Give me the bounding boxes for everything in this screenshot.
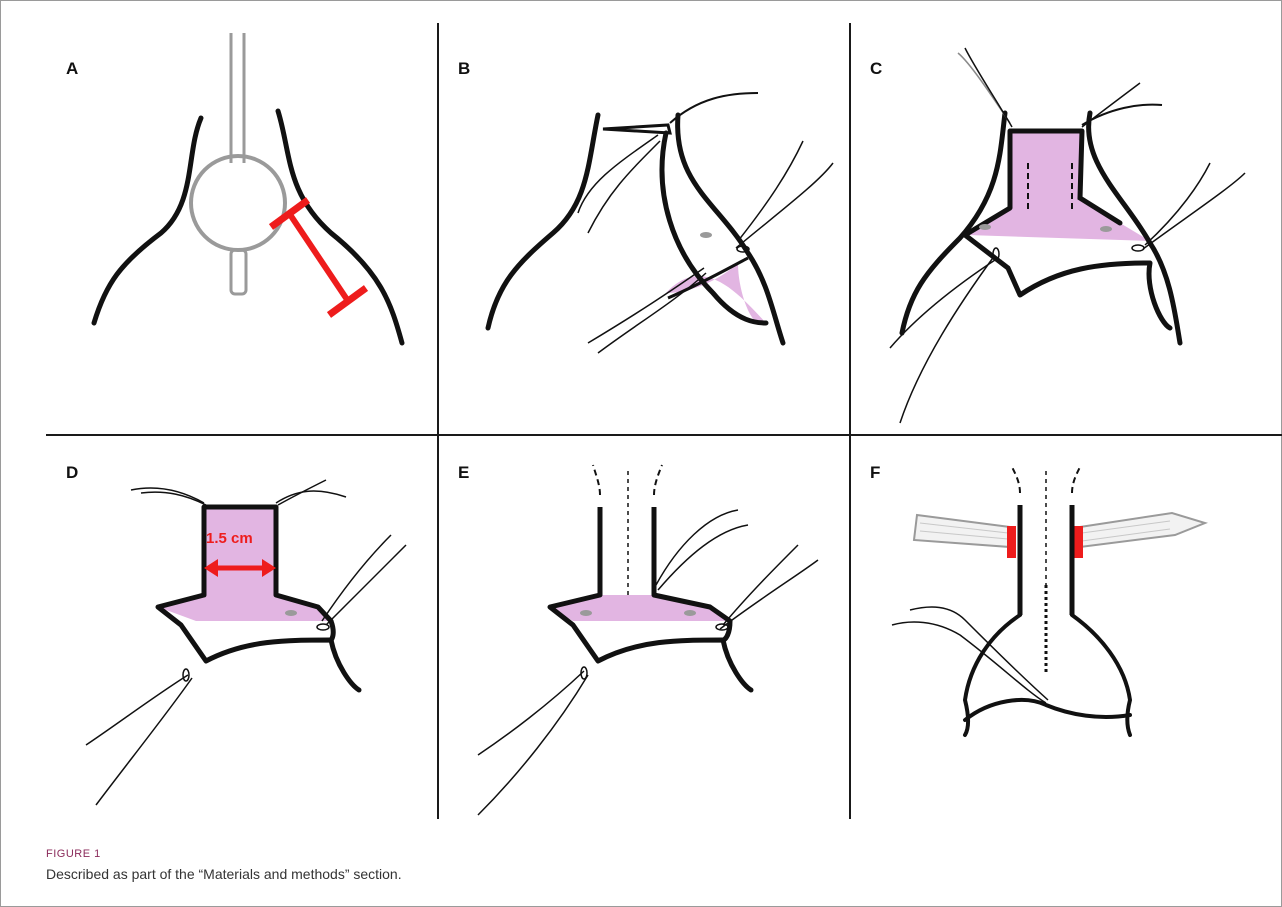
- suture-thread: [723, 545, 798, 625]
- divider-vertical: [849, 23, 851, 819]
- divider-horizontal: [46, 434, 1282, 436]
- tissue-flap: [967, 131, 1150, 241]
- suture-mark: [580, 610, 592, 616]
- suture-loop: [317, 624, 329, 630]
- figure-caption: Described as part of the “Materials and …: [46, 866, 402, 882]
- panel-label: C: [870, 59, 882, 79]
- panel-f: F: [850, 435, 1282, 819]
- panel-label: F: [870, 463, 880, 483]
- suture-thread: [656, 510, 738, 585]
- instrument-ring: [191, 156, 285, 250]
- incision-line: [1012, 467, 1020, 493]
- suture-thread: [1082, 83, 1140, 127]
- suture-thread: [588, 268, 704, 343]
- suture-thread: [326, 545, 406, 625]
- measurement-label: 1.5 cm: [206, 530, 253, 547]
- panel-b-drawing: [438, 23, 850, 435]
- suture-thread: [738, 141, 803, 241]
- suture-thread: [278, 480, 326, 505]
- suture-mark: [285, 610, 297, 616]
- panel-label: D: [66, 463, 78, 483]
- suture-thread: [892, 622, 1046, 703]
- figure-grid: A B: [46, 23, 1282, 819]
- suture-thread: [588, 141, 660, 233]
- measurement-cap: [329, 288, 366, 315]
- retractor-pad-left: [1007, 526, 1016, 558]
- panel-e: E: [438, 435, 850, 819]
- incision-line: [654, 465, 662, 495]
- measurement-cap: [271, 200, 308, 227]
- flap-tip: [603, 125, 670, 133]
- figure-label: FIGURE 1: [46, 848, 101, 860]
- suture-thread: [478, 671, 584, 755]
- incision-line: [1072, 467, 1080, 493]
- panel-a-drawing: [46, 23, 438, 435]
- panel-d-drawing: 1.5 cm: [46, 435, 438, 819]
- outline-left: [965, 615, 1020, 735]
- suture-thread: [478, 675, 588, 815]
- suture-thread: [965, 48, 1012, 127]
- panel-c: C: [850, 23, 1282, 435]
- suture-mark: [1100, 226, 1112, 232]
- suture-thread: [322, 535, 391, 621]
- panel-f-drawing: [850, 435, 1282, 819]
- suture-thread: [96, 678, 192, 805]
- panel-c-drawing: [850, 23, 1282, 435]
- base-edge: [965, 700, 1130, 720]
- retractor-right: [1080, 513, 1205, 547]
- panel-b: B: [438, 23, 850, 435]
- panel-label: A: [66, 59, 78, 79]
- outline-left: [488, 115, 598, 328]
- panel-a: A: [46, 23, 438, 435]
- suture-loop: [183, 669, 189, 681]
- suture-thread: [890, 258, 998, 348]
- suture-thread: [670, 93, 758, 123]
- outline-left: [94, 118, 201, 323]
- suture-thread: [1082, 105, 1162, 125]
- suture-thread: [658, 525, 748, 590]
- suture-mark: [684, 610, 696, 616]
- panel-label: B: [458, 59, 470, 79]
- instrument-tip: [231, 250, 246, 294]
- retractor-pad-right: [1074, 526, 1083, 558]
- suture-thread: [958, 53, 1010, 123]
- divider-vertical: [437, 23, 439, 819]
- retractor-left: [914, 515, 1010, 547]
- panel-e-drawing: [438, 435, 850, 819]
- suture-mark: [979, 224, 991, 230]
- suture-thread: [86, 675, 188, 745]
- incision-line: [593, 465, 600, 495]
- measurement-bar: [289, 213, 348, 301]
- suture-thread: [720, 560, 818, 629]
- flap-edge: [331, 621, 333, 640]
- suture-thread: [1143, 173, 1245, 249]
- suture-thread: [900, 255, 995, 423]
- panel-d: 1.5 cm D: [46, 435, 438, 819]
- suture-thread: [131, 488, 204, 503]
- suture-thread: [910, 607, 1048, 700]
- suture-mark: [700, 232, 712, 238]
- suture-thread: [1145, 163, 1210, 245]
- panel-label: E: [458, 463, 469, 483]
- suture-loop: [1132, 245, 1144, 251]
